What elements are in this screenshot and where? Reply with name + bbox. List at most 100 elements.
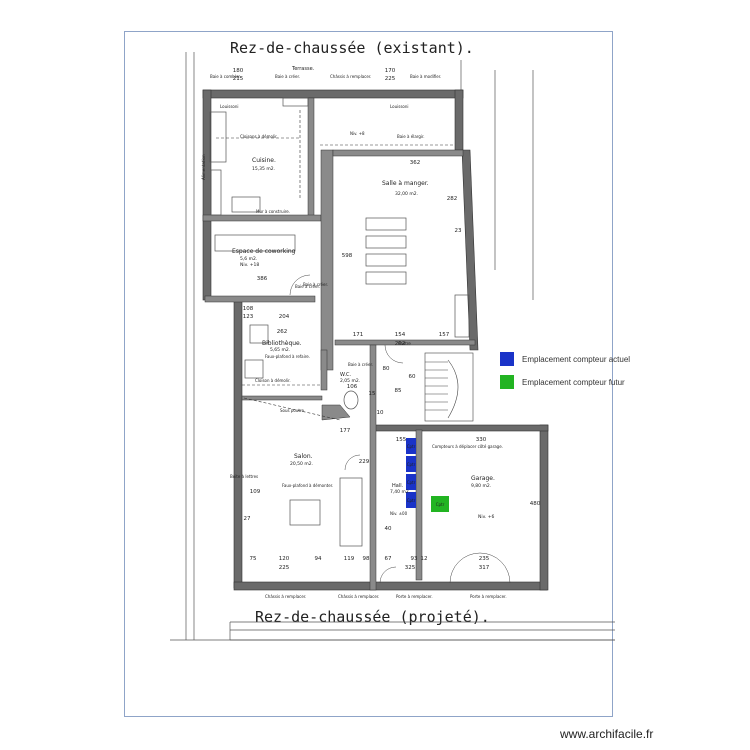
dim-10: 10 — [377, 410, 384, 416]
dim-157: 157 — [439, 332, 450, 338]
current-meter-box — [406, 438, 416, 454]
dim-40: 40 — [385, 526, 392, 532]
current-meter-box — [406, 456, 416, 472]
dim-12: 12 — [421, 556, 428, 562]
label-bibliotheque: Bibliothèque. — [262, 340, 302, 347]
label-garage: Garage. — [471, 475, 495, 482]
dim-15: 15 — [369, 391, 376, 397]
area-wc: 2,05 m2. — [340, 378, 360, 384]
dim-180: 180 — [233, 68, 244, 74]
dim-317: 317 — [479, 565, 490, 571]
dim-123: 123 — [243, 314, 254, 320]
note-louissoni-1: Louissoni — [220, 104, 239, 109]
area-bibliotheque: 5,65 m2. — [270, 347, 290, 353]
note-baie-creer-2: Baie à créer. — [295, 284, 320, 289]
title-existing: Rez-de-chaussée (existant). — [230, 39, 474, 57]
dim-386: 386 — [257, 276, 268, 282]
watermark[interactable]: www.archifacile.fr — [560, 727, 654, 741]
dim-23: 23 — [455, 228, 462, 234]
legend-current-meter: Emplacement compteur actuel — [500, 352, 630, 366]
dim-75: 75 — [250, 556, 257, 562]
note-chassis-remplacer-2: Châssis à remplacer. — [338, 594, 379, 599]
area-coworking: 5,6 m2. — [240, 256, 257, 262]
dim-362: 362 — [410, 160, 421, 166]
note-cloisons-demolir: Cloisons à démolir. — [240, 134, 278, 139]
dim-94: 94 — [315, 556, 322, 562]
dim-235: 235 — [479, 556, 490, 562]
note-baie-elargir: Baie à élargir. — [397, 134, 425, 139]
meter-label: Cptr — [436, 502, 445, 507]
dim-154: 154 — [395, 332, 406, 338]
note-faux-plafond-demolir: Faux-plafond à démonter. — [282, 483, 333, 488]
dim-229: 229 — [359, 459, 370, 465]
legend-label-future: Emplacement compteur futur — [522, 377, 625, 387]
note-mur-construire: Mur à construire. — [256, 209, 290, 214]
dim-67: 67 — [385, 556, 392, 562]
label-salon: Salon. — [294, 453, 313, 460]
note-baie-creer-3: Baie à créer. — [348, 362, 373, 367]
area-hall: 7,40 m2. — [390, 489, 410, 495]
dim-106: 106 — [347, 384, 358, 390]
label-coworking: Espace de coworking — [232, 248, 296, 255]
area-salon: 20,50 m2. — [290, 461, 313, 467]
context-lines — [170, 52, 615, 641]
furniture — [209, 97, 470, 547]
meter-label: Cptr — [407, 480, 416, 485]
note-boite-lettres: Boite à lettres — [230, 474, 258, 479]
area-garage: 9,80 m2. — [471, 483, 491, 489]
area-cuisine: 15,35 m2. — [252, 166, 275, 172]
note-baie-creer-4: Baie à créer. — [303, 282, 328, 287]
title-projected: Rez-de-chaussée (projeté). — [255, 608, 490, 626]
dim-177: 177 — [340, 428, 351, 434]
dim-202: 202 — [395, 341, 406, 347]
note-porte-remplacer-1: Porte à remplacer. — [396, 594, 433, 599]
dim-225a: 225 — [385, 76, 396, 82]
dim-27: 27 — [244, 516, 251, 522]
dim-598: 598 — [342, 253, 353, 259]
level-coworking: Niv. +18 — [240, 262, 259, 268]
note-porte-remplacer-2: Porte à remplacer. — [470, 594, 507, 599]
note-alimentation: Alimentation — [201, 154, 206, 180]
dim-330: 330 — [476, 437, 487, 443]
label-hall: Hall. — [392, 483, 404, 489]
meter-label: Cptr — [407, 462, 416, 467]
note-baie-modifier: Baie à modifier. — [410, 74, 441, 79]
dim-109: 109 — [250, 489, 261, 495]
dim-155: 155 — [396, 437, 407, 443]
legend-label-current: Emplacement compteur actuel — [522, 354, 631, 364]
note-baie-creer-1: Baie à créer. — [275, 74, 300, 79]
dim-225b: 225 — [279, 565, 290, 571]
label-wc: W.C. — [340, 372, 351, 378]
meter-boxes: Cptr Cptr Cptr Cptr Cptr — [406, 438, 449, 512]
note-cloison-demolir: Cloison à démolir. — [255, 378, 291, 383]
note-louissoni-2: Louissoni — [390, 104, 409, 109]
current-meter-box — [406, 474, 416, 490]
legend-future-meter: Emplacement compteur futur — [500, 375, 625, 389]
dim-98: 98 — [363, 556, 370, 562]
note-faux-plafond-refaire: Faux-plafond à refaire. — [265, 354, 310, 359]
label-salle-manger: Salle à manger. — [382, 180, 429, 187]
note-compteurs-deplacer: Compteurs à déplacer côté garage. — [432, 444, 503, 449]
dim-85: 85 — [395, 388, 402, 394]
label-cuisine: Cuisine. — [252, 157, 276, 164]
note-poutre: Poutre — [398, 341, 411, 346]
dim-108: 108 — [243, 306, 254, 312]
dim-170: 170 — [385, 68, 396, 74]
current-meter-box — [406, 492, 416, 508]
area-salle-manger: 32,00 m2. — [395, 191, 418, 197]
dim-60: 60 — [409, 374, 416, 380]
outer-walls — [202, 89, 549, 591]
level-garage: Niv. +6 — [478, 514, 495, 520]
legend-swatch-current — [500, 352, 514, 366]
note-chassis-remplacer-1: Châssis à remplacer. — [265, 594, 306, 599]
label-terrasse: Terrasse. — [291, 66, 315, 72]
staircase — [424, 352, 474, 422]
door-swings — [289, 274, 511, 584]
dimension-labels: 180 215 170 225 362 282 598 23 386 108 1… — [233, 68, 541, 571]
dim-120: 120 — [279, 556, 290, 562]
legend-swatch-future — [500, 375, 514, 389]
dim-262: 262 — [277, 329, 288, 335]
dim-119: 119 — [344, 556, 355, 562]
inner-walls — [202, 97, 476, 591]
dim-80: 80 — [383, 366, 390, 372]
